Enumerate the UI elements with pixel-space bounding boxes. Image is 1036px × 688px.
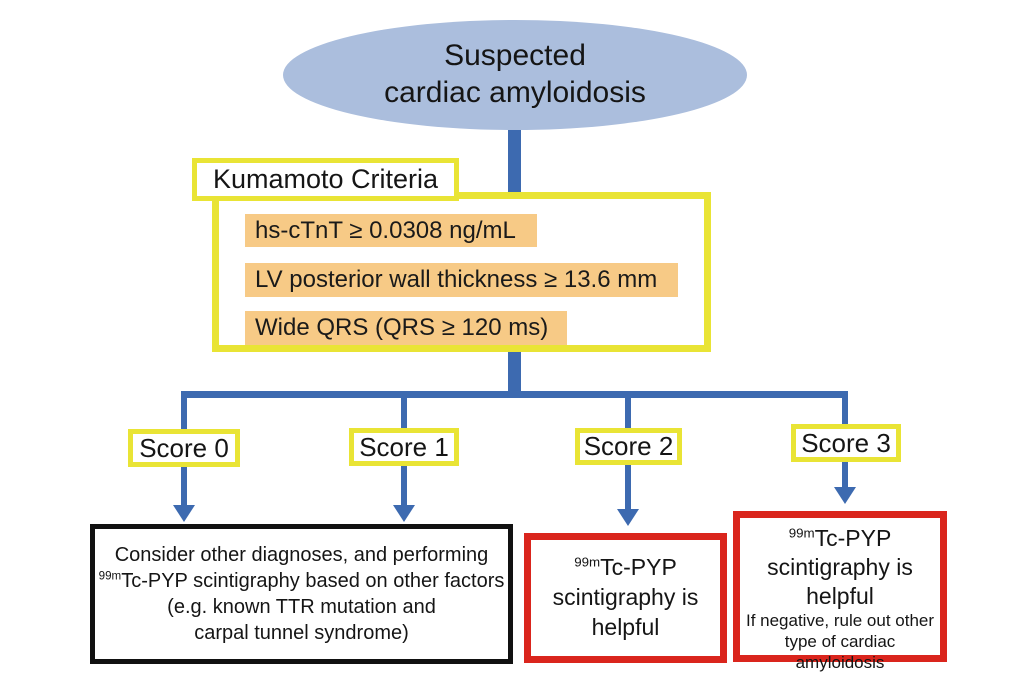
arrow-stem-score-3 [842,462,848,488]
isotope-superscript: 99m [98,569,122,583]
connector-criteria-to-branch [508,352,521,393]
outcome-text-line: 99mTc-PYP [789,524,892,553]
ellipse-text-line2: cardiac amyloidosis [384,76,646,109]
branch-drop-score-0 [181,391,187,429]
score-1-box: Score 1 [349,428,459,466]
start-node-suspected-cardiac-amyloidosis: Suspected cardiac amyloidosis [283,20,747,130]
kumamoto-criteria-label-text: Kumamoto Criteria [212,164,439,194]
outcome-text-line: scintigraphy is [552,584,699,611]
criteria-item-text: hs-cTnT ≥ 0.0308 ng/mL [255,216,516,244]
ellipse-text-line1: Suspected [444,39,586,73]
arrow-stem-score-1 [401,466,407,506]
outcome-note: If negative, rule out other type of card… [745,611,935,672]
connector-ellipse-to-criteria [508,110,521,194]
criteria-item-wide-qrs: Wide QRS (QRS ≥ 120 ms) [245,311,567,345]
criteria-item-lv-wall-thickness: LV posterior wall thickness ≥ 13.6 mm [245,263,678,297]
arrow-down-icon [173,505,195,522]
score-2-box: Score 2 [575,428,682,465]
score-3-box: Score 3 [791,424,901,462]
outcome-text-rest: Tc-PYP [600,554,677,581]
score-1-label: Score 1 [359,431,449,462]
outcome-text-rest: Tc-PYP scintigraphy based on other facto… [121,570,505,592]
outcome-text-line: helpful [806,582,874,609]
outcome-text-line: helpful [591,613,660,640]
isotope-superscript: 99m [574,554,601,570]
kumamoto-criteria-box [212,192,711,352]
branch-drop-score-1 [401,391,407,429]
kumamoto-criteria-label: Kumamoto Criteria [192,158,459,201]
outcome-text-line: carpal tunnel syndrome) [194,622,409,644]
outcome-text-line: scintigraphy is [767,553,913,580]
score-2-label: Score 2 [583,431,674,461]
outcome-text-rest: Tc-PYP [814,525,892,551]
outcome-text-line: Consider other diagnoses, and performing [114,544,489,566]
arrow-stem-score-0 [181,467,187,506]
isotope-superscript: 99m [788,525,815,541]
outcome-text-line: 99mTc-PYP scintigraphy based on other fa… [99,568,505,594]
score-0-box: Score 0 [128,429,240,467]
score-0-label: Score 0 [139,432,229,463]
arrow-down-icon [617,509,639,526]
outcome-score-2-box: 99mTc-PYP scintigraphy is helpful [524,533,727,663]
outcome-text-line: (e.g. known TTR mutation and [167,596,436,618]
branch-drop-score-3 [842,391,848,429]
branch-drop-score-2 [625,391,631,429]
outcome-text-line: 99mTc-PYP [574,553,677,583]
outcome-score-0-1-box: Consider other diagnoses, and performing… [90,524,513,664]
criteria-item-text: Wide QRS (QRS ≥ 120 ms) [255,314,549,341]
outcome-score-3-box: 99mTc-PYP scintigraphy is helpful If neg… [733,511,947,672]
arrow-stem-score-2 [625,465,631,510]
criteria-item-text: LV posterior wall thickness ≥ 13.6 mm [255,266,658,293]
criteria-item-hs-ctnt: hs-cTnT ≥ 0.0308 ng/mL [245,214,537,247]
score-3-label: Score 3 [801,427,891,458]
arrow-down-icon [834,487,856,504]
branch-horizontal-line [181,391,848,398]
arrow-down-icon [393,505,415,522]
